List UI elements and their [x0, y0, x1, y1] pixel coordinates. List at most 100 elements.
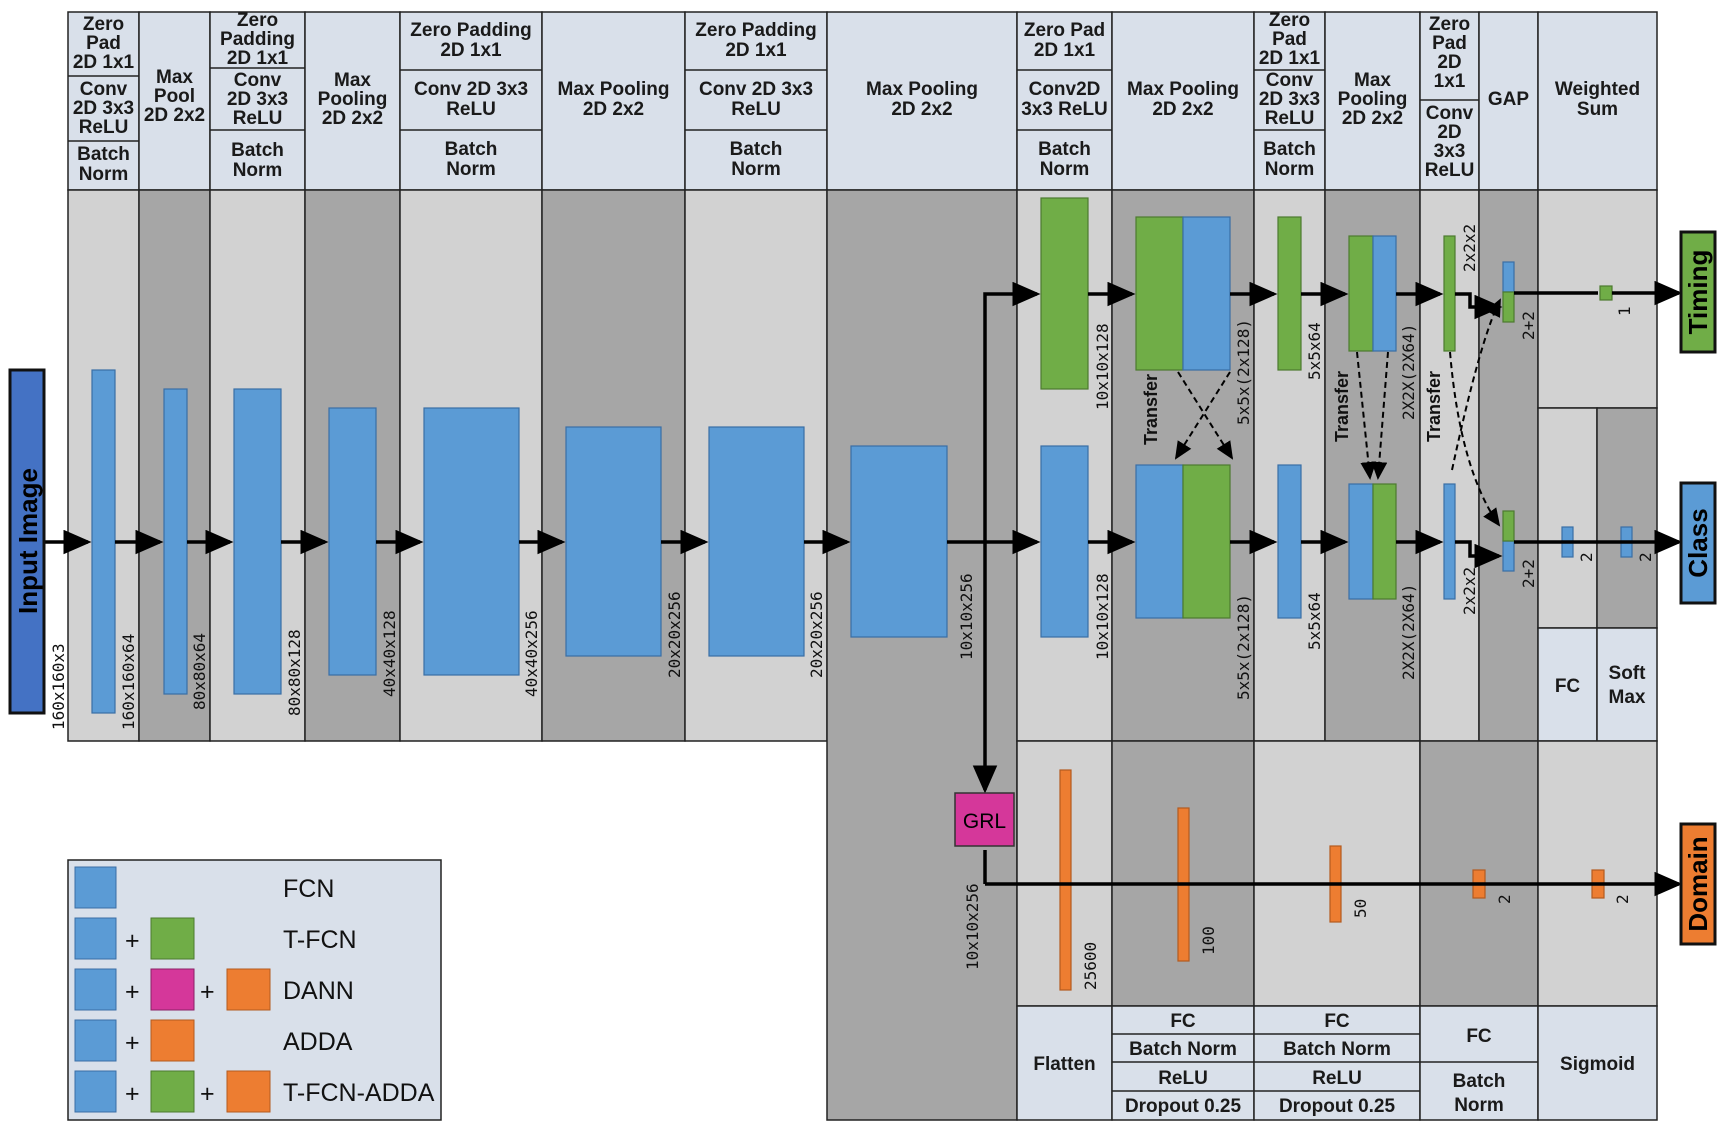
dim-12c: 2X2X(2X64) [1399, 584, 1418, 680]
dim-11c: 5x5x64 [1305, 592, 1324, 650]
dim-4: 40x40x128 [380, 610, 399, 697]
dim-12t: 2X2X(2X64) [1399, 324, 1418, 420]
hdr-b9a-1: 2D 1x1 [1034, 40, 1096, 61]
dim-14c: 2+2 [1519, 559, 1538, 588]
hdr-b7c-1: Norm [731, 159, 781, 180]
fc-a-1: Batch Norm [1129, 1039, 1237, 1060]
tfcn-block-13t [1443, 235, 1456, 352]
legend-label-tfcn: T-FCN [283, 926, 357, 954]
hdr-b11b-0: Conv [1266, 70, 1314, 91]
tfcn-block-10t-a [1135, 216, 1184, 371]
fcn-block-12c-a [1348, 483, 1374, 600]
hdr-b7c-0: Batch [730, 139, 783, 160]
legend-swatch-fcn-3 [74, 968, 117, 1011]
fc-b-2: ReLU [1312, 1068, 1362, 1089]
dim-1: 160x160x64 [119, 634, 138, 730]
hdr-b7a-0: Zero Padding [695, 20, 816, 41]
fcn-block-3 [233, 388, 282, 695]
legend-plus-3a: + [125, 978, 140, 1006]
input-image-label: Input Image [13, 468, 43, 614]
hdr-b6-1: 2D 2x2 [583, 99, 644, 120]
hdr-b13a-3: 1x1 [1434, 71, 1466, 92]
dim-10c: 5x5x(2x128) [1234, 594, 1253, 700]
dim-grl: 10x10x256 [963, 883, 982, 970]
transfer-label-2: Transfer [1332, 371, 1352, 442]
transfer-arrows [1174, 298, 1501, 527]
hdr-b12-2: 2D 2x2 [1342, 108, 1403, 129]
transfer-label-3: Transfer [1424, 371, 1444, 442]
hdr-b1a-2: 2D 1x1 [73, 52, 135, 73]
dim-15c: 2 [1577, 552, 1596, 562]
flatten-label: Flatten [1033, 1054, 1095, 1075]
dim-dom1: 25600 [1081, 942, 1100, 990]
tfcn-block-14c-b [1502, 510, 1515, 542]
dim-dom2: 100 [1199, 926, 1218, 955]
dim-dom4: 2 [1495, 894, 1514, 904]
legend-plus-5b: + [200, 1080, 215, 1108]
grl-label: GRL [963, 810, 1006, 833]
hdr-b9b-1: 3x3 ReLU [1021, 99, 1108, 120]
fcn-block-10t-b [1182, 216, 1231, 371]
hdr-b13b-3: ReLU [1425, 160, 1475, 181]
timing-label: Timing [1683, 250, 1713, 335]
hdr-b11c-1: Norm [1265, 159, 1315, 180]
hdr-b5b-1: ReLU [446, 99, 496, 120]
tfcn-block-11t [1277, 216, 1302, 371]
fcn-block-6 [565, 426, 662, 657]
sigmoid-label: Sigmoid [1560, 1054, 1635, 1075]
tfcn-block-9t [1040, 197, 1089, 390]
dim-9t: 10x10x128 [1093, 323, 1112, 410]
hdr-b3a-1: Padding [220, 29, 295, 50]
hdr-b7b-0: Conv 2D 3x3 [699, 79, 813, 100]
legend-plus-4a: + [125, 1029, 140, 1057]
hdr-b5c-0: Batch [445, 139, 498, 160]
hdr-b11b-2: ReLU [1265, 108, 1315, 129]
fc-a-2: ReLU [1158, 1068, 1208, 1089]
hdr-b3b-2: ReLU [233, 108, 283, 129]
fc-c-1: Batch [1453, 1071, 1506, 1092]
hdr-b2-1: Pool [154, 86, 195, 107]
fcn-block-2 [163, 388, 188, 695]
softmax-1: Max [1609, 687, 1646, 708]
hdr-b11c-0: Batch [1263, 139, 1316, 160]
hdr-b4-2: 2D 2x2 [322, 108, 383, 129]
legend-swatch-grl-3 [150, 968, 195, 1011]
legend-label-dann: DANN [283, 977, 354, 1005]
dim-16c: 2 [1636, 552, 1655, 562]
class-fc-label: FC [1555, 676, 1581, 697]
tfcn-block-12t-a [1348, 235, 1374, 352]
hdr-b13b-2: 3x3 [1434, 141, 1466, 162]
hdr-b10-0: Max Pooling [1127, 79, 1239, 100]
fcn-block-11c [1277, 464, 1302, 619]
hdr-b13a-0: Zero [1429, 14, 1470, 35]
hdr-b5a-0: Zero Padding [410, 20, 531, 41]
hdr-b1b-0: Conv [80, 79, 128, 100]
hdr-b5a-1: 2D 1x1 [440, 40, 502, 61]
transfer-labels: Transfer Transfer Transfer [1141, 371, 1444, 445]
hdr-b13b-0: Conv [1426, 103, 1474, 124]
fc-c-0: FC [1466, 1026, 1492, 1047]
dim-3: 80x80x128 [285, 629, 304, 716]
fcn-block-10c-a [1135, 464, 1184, 619]
dim-dom3: 50 [1351, 899, 1370, 918]
legend-swatch-tfcn-5 [150, 1070, 195, 1113]
hdr-b15-0: Weighted [1555, 79, 1640, 100]
